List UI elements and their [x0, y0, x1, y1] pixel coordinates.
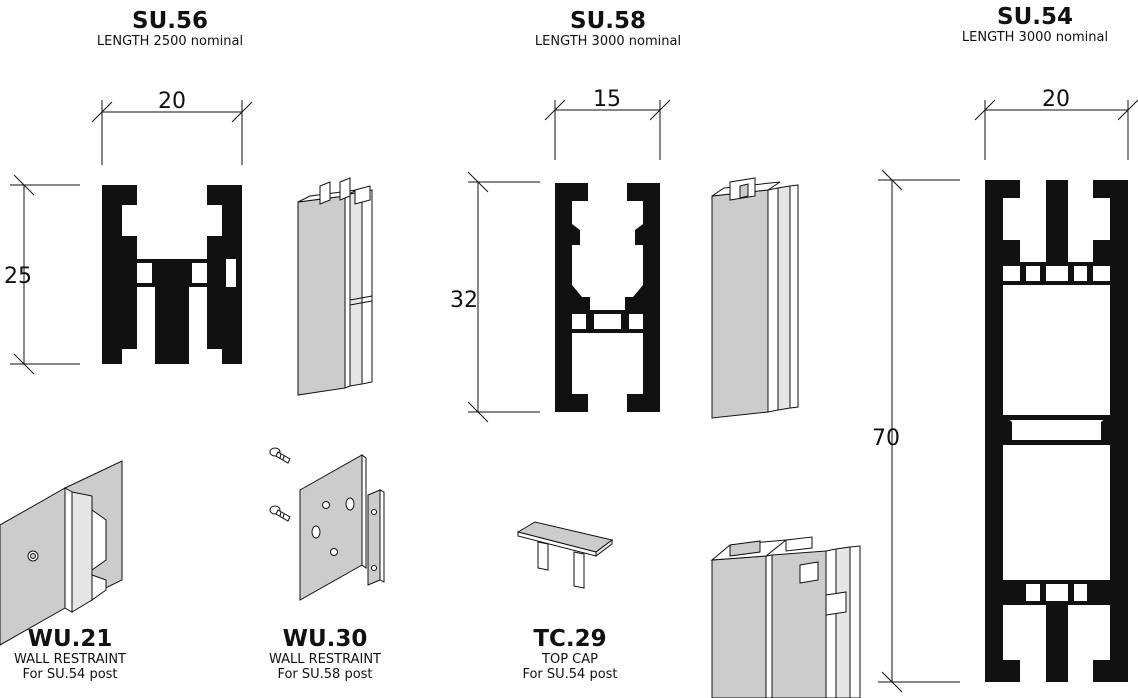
tc29-caption: TC.29 TOP CAP For SU.54 post: [490, 626, 650, 682]
su58-width-label: 15: [593, 87, 621, 112]
tc29-code: TC.29: [533, 626, 607, 652]
su54-dimensions: [878, 99, 1138, 693]
su56-caption: SU.56 LENGTH 2500 nominal: [70, 8, 270, 49]
tc29-compat: For SU.54 post: [522, 667, 618, 682]
su58-extrusion-3d: [711, 177, 799, 419]
su56-dimensions: [10, 100, 253, 375]
su56-length: LENGTH 2500 nominal: [96, 34, 244, 49]
wu21-compat: For SU.54 post: [22, 667, 118, 682]
su56-profile: [102, 185, 242, 364]
su58-height-label: 32: [450, 288, 478, 313]
tc29-top-cap: [516, 521, 614, 589]
su56-extrusion-3d: [297, 177, 373, 396]
su54-extrusion-3d: [710, 536, 861, 698]
screw-icon: [269, 447, 291, 464]
wu30-desc: WALL RESTRAINT: [269, 652, 381, 667]
su54-code: SU.54: [997, 4, 1073, 30]
su54-length: LENGTH 3000 nominal: [961, 30, 1109, 45]
su58-caption: SU.58 LENGTH 3000 nominal: [508, 8, 708, 49]
wu21-desc: WALL RESTRAINT: [14, 652, 126, 667]
su58-length: LENGTH 3000 nominal: [534, 34, 682, 49]
su56-code: SU.56: [132, 8, 208, 34]
su58-dimensions: [467, 99, 671, 423]
su54-voids: [1003, 285, 1110, 580]
wu21-caption: WU.21 WALL RESTRAINT For SU.54 post: [0, 626, 150, 682]
su54-profile: [985, 180, 1128, 682]
wu30-compat: For SU.58 post: [277, 667, 373, 682]
wu30-code: WU.30: [282, 626, 368, 652]
wu30-wall-restraint: [269, 447, 385, 601]
su58-profile: [555, 183, 660, 412]
su54-caption: SU.54 LENGTH 3000 nominal: [935, 4, 1135, 45]
screw-icon: [269, 505, 291, 522]
wu30-caption: WU.30 WALL RESTRAINT For SU.58 post: [245, 626, 405, 682]
tc29-desc: TOP CAP: [542, 652, 598, 667]
wu21-wall-restraint: [0, 460, 123, 646]
su56-width-label: 20: [158, 89, 186, 114]
su54-width-label: 20: [1042, 87, 1070, 112]
su56-height-label: 25: [4, 264, 32, 289]
wu21-code: WU.21: [27, 626, 113, 652]
su54-height-label: 70: [872, 426, 900, 451]
su58-code: SU.58: [570, 8, 646, 34]
